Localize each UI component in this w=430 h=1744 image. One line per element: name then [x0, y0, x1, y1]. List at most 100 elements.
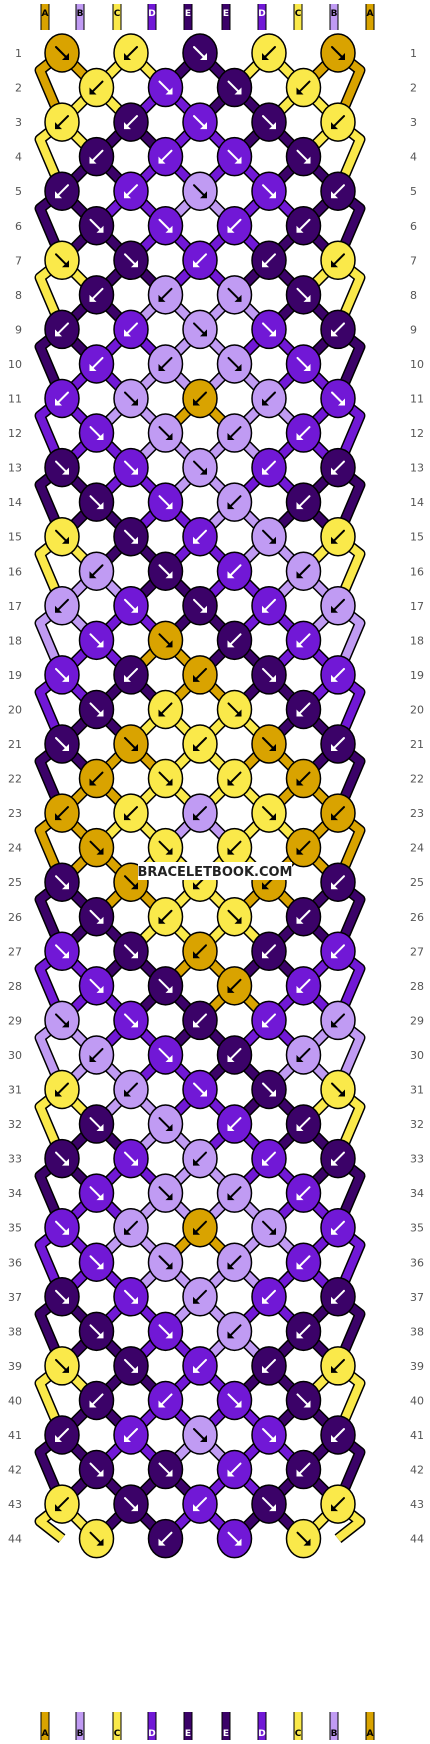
- arrow-down-right-icon: [262, 667, 276, 682]
- row-number-right: 25: [410, 876, 424, 889]
- arrow-down-right-icon: [89, 218, 104, 233]
- arrow-down-left-icon: [89, 771, 104, 786]
- row-number-right: 4: [410, 151, 417, 164]
- row-number-left: 5: [15, 185, 22, 198]
- arrow-down-left-icon: [262, 1013, 276, 1028]
- arrow-down-left-icon: [262, 944, 276, 959]
- knot: [285, 136, 322, 177]
- row-number-left: 13: [8, 462, 22, 475]
- row-number-right: 41: [410, 1429, 424, 1442]
- row-number-left: 29: [8, 1014, 22, 1027]
- knot: [182, 240, 218, 281]
- knot: [78, 827, 115, 868]
- knot: [147, 758, 184, 799]
- knot: [147, 827, 184, 868]
- arrow-down-left-icon: [331, 667, 345, 682]
- knot: [251, 1346, 287, 1386]
- arrow-down-left-icon: [227, 1462, 242, 1477]
- row-number-right: 27: [410, 945, 424, 958]
- strand-letter: A: [367, 9, 374, 19]
- arrow-down-right-icon: [227, 287, 242, 302]
- knot: [182, 724, 218, 764]
- knot: [285, 1449, 322, 1490]
- knot: [78, 1242, 115, 1282]
- knot: [216, 1380, 253, 1421]
- row-number-left: 37: [8, 1291, 22, 1304]
- row-number-right: 7: [410, 254, 417, 267]
- arrow-down-left-icon: [55, 1428, 69, 1442]
- arrow-down-right-icon: [124, 944, 138, 959]
- arrow-down-left-icon: [262, 1151, 276, 1166]
- knot: [182, 1000, 218, 1041]
- knot: [44, 447, 80, 488]
- arrow-down-left-icon: [124, 115, 138, 130]
- knot: [44, 655, 80, 695]
- knot: [147, 1518, 184, 1559]
- arrow-down-left-icon: [262, 460, 276, 475]
- knot: [251, 309, 287, 350]
- arrow-down-left-icon: [193, 667, 207, 682]
- knot: [147, 206, 184, 246]
- knot: [113, 1346, 149, 1386]
- knot: [113, 447, 149, 488]
- row-number-right: 38: [410, 1325, 424, 1338]
- row-number-left: 9: [15, 323, 22, 336]
- knot: [78, 67, 115, 108]
- arrow-down-right-icon: [296, 149, 311, 164]
- arrow-down-left-icon: [89, 287, 104, 302]
- arrow-down-right-icon: [227, 80, 242, 95]
- arrow-down-left-icon: [89, 1047, 104, 1062]
- row-number-left: 2: [15, 82, 22, 95]
- knot: [251, 793, 287, 833]
- arrow-down-right-icon: [89, 426, 104, 441]
- watermark-group: BRACELETBOOK.COM: [138, 862, 292, 880]
- knot: [216, 1518, 253, 1559]
- knot: [78, 551, 115, 591]
- knot: [182, 931, 218, 972]
- knot: [251, 33, 287, 73]
- arrow-down-left-icon: [227, 1117, 242, 1132]
- arrow-down-left-icon: [331, 1013, 345, 1028]
- arrow-down-left-icon: [55, 184, 69, 199]
- arrow-down-left-icon: [296, 633, 311, 648]
- row-number-left: 42: [8, 1464, 22, 1477]
- strand-letter: B: [331, 1729, 338, 1739]
- row-number-right: 5: [410, 185, 417, 198]
- knot: [182, 655, 218, 695]
- knot: [113, 1000, 149, 1041]
- arrow-down-left-icon: [331, 944, 345, 959]
- row-number-right: 19: [410, 669, 424, 682]
- row-number-right: 28: [410, 980, 424, 993]
- arrow-down-left-icon: [124, 184, 138, 199]
- arrow-down-left-icon: [158, 1531, 173, 1546]
- knot: [216, 966, 253, 1006]
- strand-letter: C: [114, 1729, 121, 1739]
- knot: [182, 309, 218, 350]
- arrow-down-right-icon: [193, 46, 207, 60]
- arrow-down-right-icon: [262, 1082, 276, 1097]
- arrow-down-left-icon: [55, 1082, 69, 1097]
- knot: [78, 1035, 115, 1075]
- knot: [44, 1415, 80, 1455]
- knot: [320, 102, 356, 142]
- arrow-down-right-icon: [55, 1013, 69, 1028]
- knot: [147, 136, 184, 177]
- knot: [44, 378, 80, 419]
- row-number-right: 42: [410, 1464, 424, 1477]
- knot: [251, 586, 287, 626]
- knot: [44, 1346, 80, 1386]
- knot: [216, 67, 253, 108]
- knot: [78, 413, 115, 453]
- knot: [182, 1069, 218, 1110]
- arrow-down-left-icon: [296, 80, 311, 95]
- arrow-down-left-icon: [124, 1428, 138, 1442]
- strand-letter: B: [331, 9, 338, 19]
- arrow-down-left-icon: [158, 149, 173, 164]
- arrow-down-left-icon: [227, 633, 242, 648]
- arrow-down-right-icon: [296, 1531, 311, 1546]
- arrow-down-right-icon: [158, 978, 173, 993]
- knot: [147, 1173, 184, 1213]
- strand-letter: C: [295, 1729, 302, 1739]
- knot: [251, 1069, 287, 1110]
